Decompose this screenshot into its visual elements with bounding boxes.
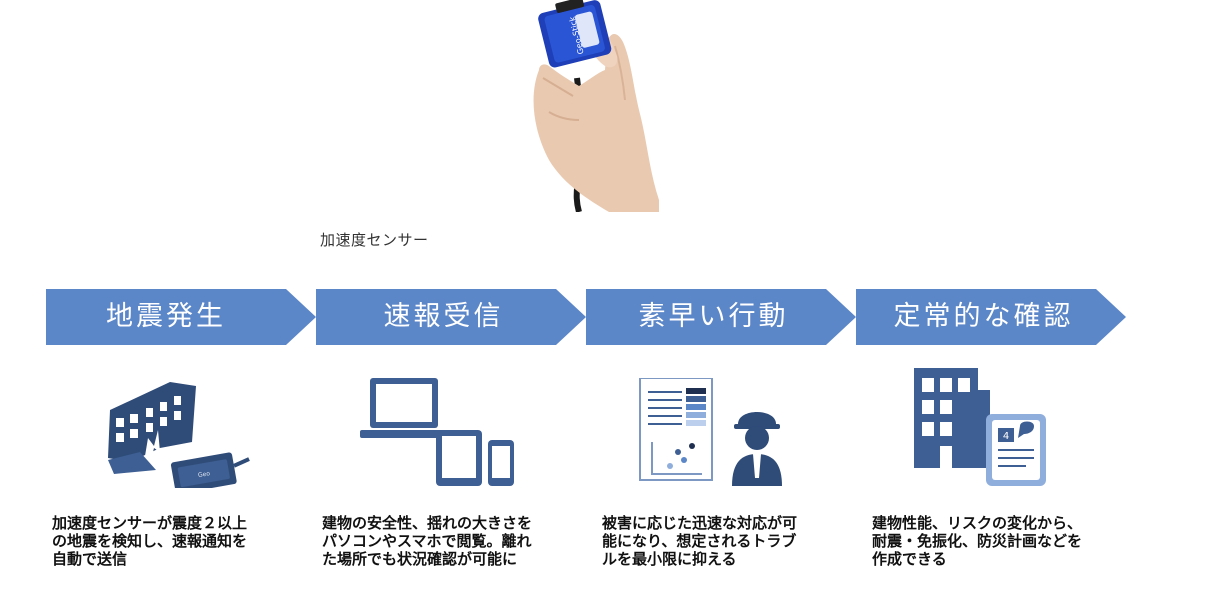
svg-text:Geo: Geo xyxy=(198,470,211,479)
devices-icon xyxy=(360,378,520,488)
step-title: 定常的な確認 xyxy=(893,301,1074,332)
step-arrow-1: 地震発生 xyxy=(46,289,316,345)
step-title: 地震発生 xyxy=(106,301,226,332)
step-arrow-2: 速報受信 xyxy=(316,289,586,345)
step-description: 建物性能、リスクの変化から、 耐震・免振化、防災計画などを 作成できる xyxy=(872,514,1083,568)
photo-caption: 加速度センサー xyxy=(320,231,429,249)
building-sensor-icon: Geo xyxy=(100,378,260,494)
step-description: 加速度センサーが震度２以上 の地震を検知し、速報通知を 自動で送信 xyxy=(52,514,248,568)
svg-text:4: 4 xyxy=(1003,431,1009,442)
sensor-photo: Geo-Stick xyxy=(519,0,659,213)
step-title: 速報受信 xyxy=(383,301,504,332)
step-description: 被害に応じた迅速な対応が可 能になり、想定されるトラブ ルを最小限に抑える xyxy=(602,514,798,568)
step-arrow-4: 定常的な確認 xyxy=(856,289,1126,345)
report-worker-icon xyxy=(638,377,798,488)
step-arrow-3: 素早い行動 xyxy=(586,289,856,345)
building-document-icon: 4 xyxy=(910,368,1070,488)
step-description: 建物の安全性、揺れの大きさを パソコンやスマホで閲覧。離れ た場所でも状況確認が… xyxy=(322,514,533,568)
step-title: 素早い行動 xyxy=(638,301,789,332)
